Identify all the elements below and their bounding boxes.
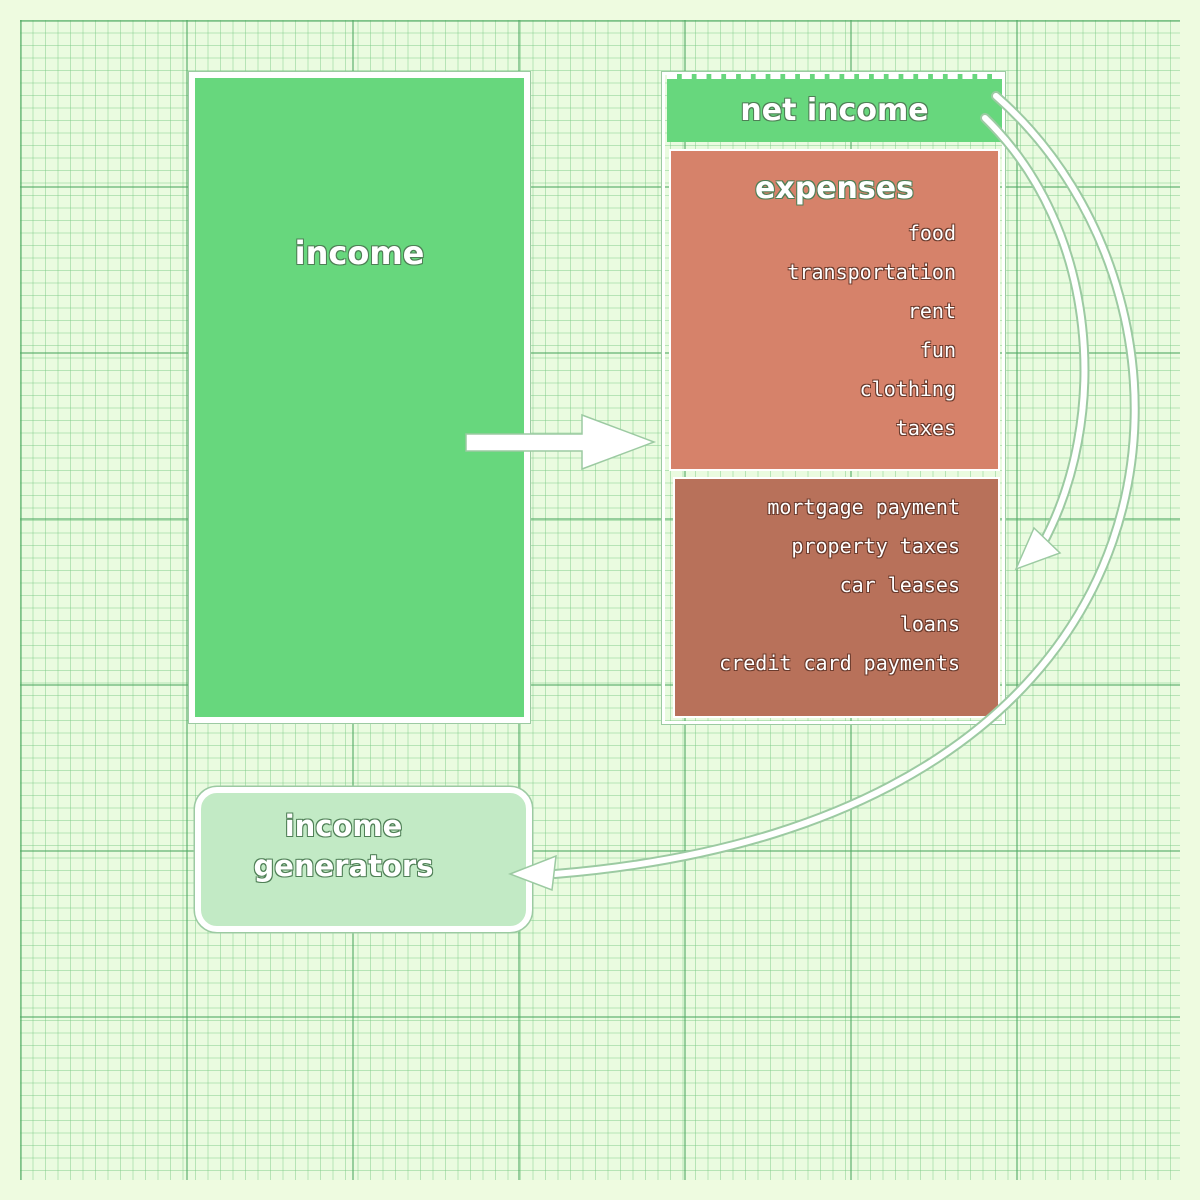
expense-item-rent: rent xyxy=(907,299,956,323)
debt-item-mortgage-payment: mortgage payment xyxy=(767,495,960,519)
income-block: income xyxy=(188,71,531,724)
debt-item-loans: loans xyxy=(899,612,960,636)
debt-payments-block: mortgage payment property taxes car leas… xyxy=(673,477,1000,718)
expense-item-taxes: taxes xyxy=(895,416,956,440)
net-income-label: net income xyxy=(740,93,929,128)
expense-item-food: food xyxy=(907,221,956,245)
income-label: income xyxy=(294,234,425,272)
expense-item-transportation: transportation xyxy=(787,260,956,284)
expenses-label: expenses xyxy=(755,171,914,206)
income-generators-block: income generators xyxy=(195,787,532,932)
debt-item-car-leases: car leases xyxy=(839,573,960,597)
debt-item-credit-card-payments: credit card payments xyxy=(719,651,960,675)
income-generators-label-line1: income xyxy=(284,809,403,843)
debt-item-property-taxes: property taxes xyxy=(791,534,960,558)
income-generators-label-line2: generators xyxy=(253,849,434,883)
net-income-block: net income xyxy=(667,74,1002,142)
expense-item-fun: fun xyxy=(919,338,956,362)
expense-item-clothing: clothing xyxy=(859,377,956,401)
expenses-block: expenses food transportation rent fun cl… xyxy=(669,149,1000,471)
